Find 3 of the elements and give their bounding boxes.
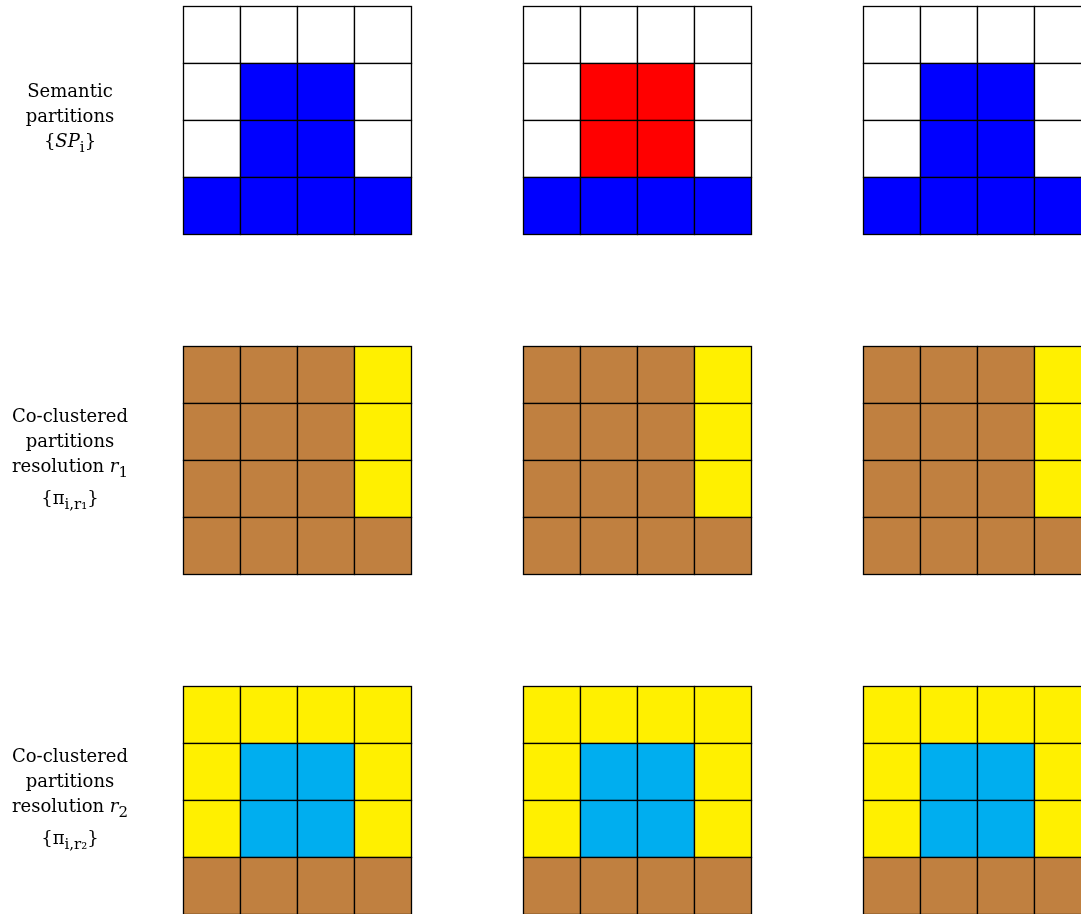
row-label: Co-clustered partitions resolution r$_{2}$ {π$_{i,r₂}$} bbox=[11, 744, 129, 855]
row-label: Co-clustered partitions resolution r$_{1}$ {π$_{i,r₁}$} bbox=[11, 404, 129, 515]
row-label: Semantic partitions {SP$_{i}$} bbox=[24, 79, 116, 158]
